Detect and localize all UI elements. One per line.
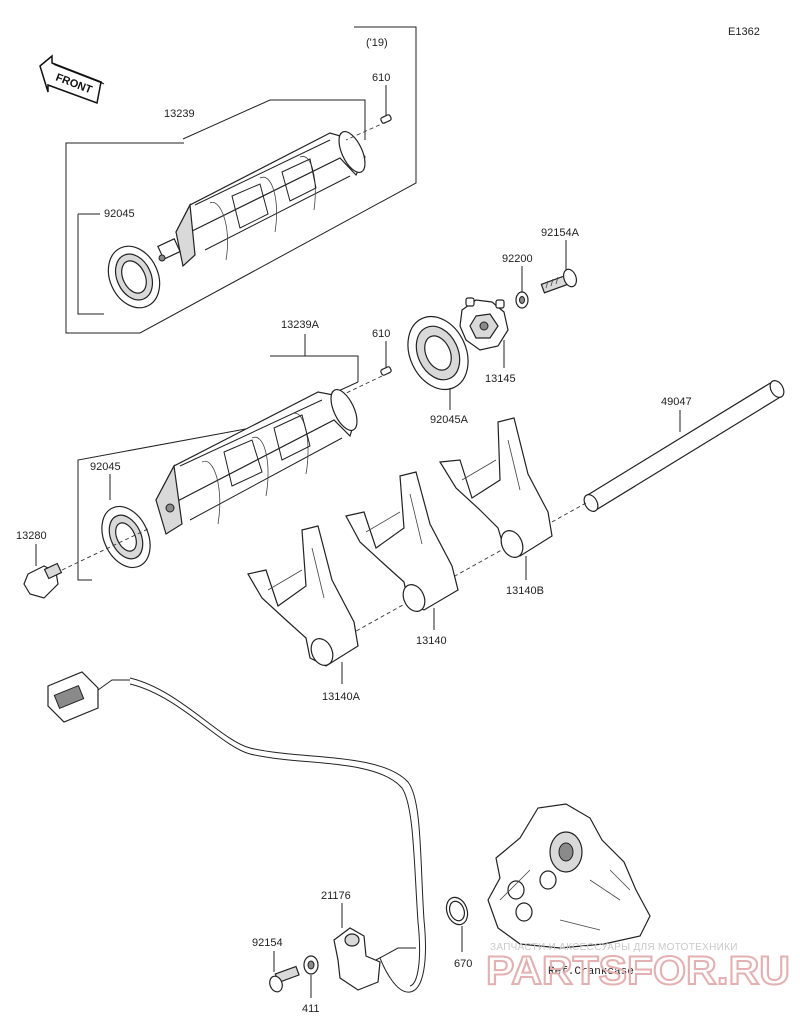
callout-49047: 49047 — [661, 396, 692, 408]
sensor-21176 — [333, 927, 381, 991]
callout-line-13239A — [304, 334, 359, 382]
callout-13145: 13145 — [485, 373, 516, 385]
callout-92200: 92200 — [502, 253, 533, 265]
bearing-92045-mid — [101, 505, 151, 569]
crankcase-reference — [487, 803, 651, 949]
callout-13280: 13280 — [16, 530, 47, 542]
bearing-92045A — [407, 315, 469, 391]
variant-label: ('19) — [366, 37, 388, 49]
callout-13140B: 13140B — [506, 585, 544, 597]
callout-92154: 92154 — [252, 937, 283, 949]
connector-21176 — [47, 671, 130, 723]
sensor-wire — [129, 677, 426, 993]
front-arrow-icon: FRONT — [39, 54, 105, 105]
callout-13239: 13239 — [164, 108, 195, 120]
callout-92045-mid: 92045 — [90, 461, 121, 473]
callout-411: 411 — [302, 1003, 320, 1015]
bolt-92154 — [269, 965, 300, 993]
bearing-92045-top — [107, 245, 161, 309]
diagram-id: E1362 — [728, 26, 760, 38]
fork-13140A — [247, 525, 359, 667]
callout-13140A: 13140A — [322, 691, 361, 703]
pin-610-top — [380, 114, 392, 124]
callout-13239A: 13239A — [281, 319, 320, 331]
switch-13280 — [23, 562, 63, 599]
callout-610-mid: 610 — [372, 328, 390, 340]
watermark-brand: PARTSFOR.RU — [486, 949, 790, 993]
bracket-92045-top — [77, 214, 104, 315]
callout-92045A: 92045A — [430, 414, 469, 426]
callout-21176: 21176 — [321, 890, 351, 902]
bolt-92154A — [540, 268, 578, 294]
callout-670: 670 — [454, 958, 472, 970]
pin-610-mid — [380, 366, 392, 376]
callout-line-13239 — [182, 99, 366, 140]
callout-92154A: 92154A — [541, 227, 580, 239]
fork-13140 — [345, 471, 459, 612]
shift-drum-top — [157, 131, 366, 268]
shift-drum-middle — [155, 389, 358, 535]
variant-box-outline — [65, 26, 417, 334]
watermark-tagline: ЗАПЧАСТИ И АКСЕССУАРЫ ДЛЯ МОТОТЕХНИКИ — [490, 942, 738, 953]
shaft-49047 — [583, 380, 785, 512]
callout-92045-top: 92045 — [104, 208, 135, 220]
fork-13140B — [438, 417, 553, 558]
callout-610-top: 610 — [372, 72, 390, 84]
crankcase-label: Ref.Crankcase — [548, 966, 634, 978]
cam-13145 — [459, 297, 509, 351]
callout-13140: 13140 — [416, 635, 447, 647]
